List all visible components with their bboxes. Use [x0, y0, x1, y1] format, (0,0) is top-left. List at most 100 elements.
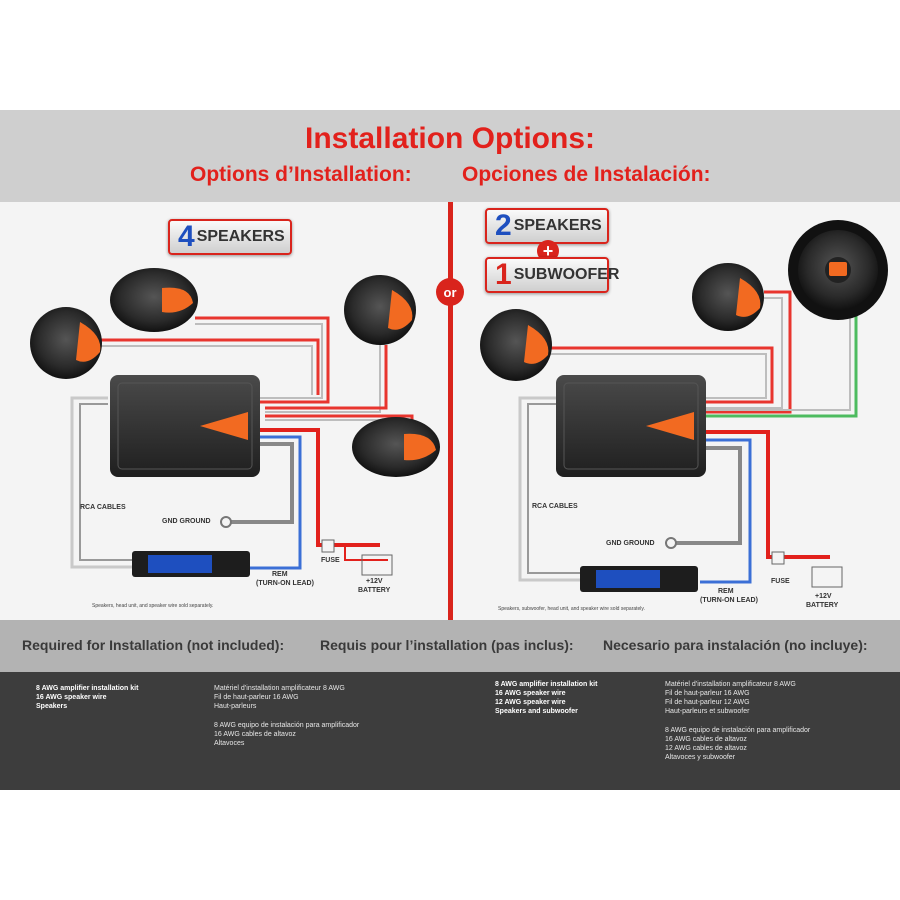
requirements-title-en: Required for Installation (not included)…: [22, 637, 285, 653]
right-rca-1: [518, 396, 580, 582]
right-battery-sub: BATTERY: [806, 602, 839, 609]
list-item: Haut-parleurs et subwoofer: [665, 708, 750, 715]
left-speaker-left: [30, 307, 102, 379]
badge-word: SPEAKERS: [513, 217, 602, 234]
requirements-title-fr: Requis pour l’installation (pas inclus):: [320, 637, 574, 653]
badge-4-speakers: 4 SPEAKERS: [168, 219, 292, 255]
left-remote-wire: [250, 435, 302, 570]
right-ground-wire: [675, 446, 742, 545]
left-speaker-bottom: [352, 417, 440, 477]
left-power-wire: [258, 428, 380, 547]
center-divider: [448, 202, 453, 790]
left-wire-top-speaker: [195, 316, 330, 404]
right-ground-label: GND GROUND: [606, 540, 655, 547]
requirements-title-es: Necesario para instalación (no incluye):: [603, 637, 868, 653]
left-requirements-en: 8 AWG amplifier installation kit 16 AWG …: [36, 684, 138, 711]
list-item: Speakers: [36, 703, 68, 710]
list-item: Altavoces: [214, 740, 245, 747]
right-rca-2: [527, 403, 580, 574]
list-item: 8 AWG amplifier installation kit: [495, 681, 598, 688]
right-battery: [811, 566, 843, 588]
left-fuse-label: FUSE: [321, 557, 340, 564]
left-wire-right-speaker: [265, 345, 381, 413]
list-item: 8 AWG equipo de instalación para amplifi…: [214, 722, 360, 729]
requirements-panel: [0, 672, 900, 790]
right-fuse-label: FUSE: [771, 578, 790, 585]
badge-word: SPEAKERS: [196, 228, 285, 245]
left-ground-wire: [230, 442, 294, 524]
left-battery-label: +12V: [366, 578, 383, 585]
right-speaker-left: [480, 309, 552, 381]
list-item: 16 AWG speaker wire: [36, 694, 107, 701]
badge-word: SUBWOOFER: [513, 266, 620, 283]
left-ground-label: GND GROUND: [162, 518, 211, 525]
list-item: 16 AWG speaker wire: [495, 690, 566, 697]
badge-number: 2: [495, 209, 512, 242]
right-requirements-en: 8 AWG amplifier installation kit 16 AWG …: [495, 680, 597, 716]
list-item: 12 AWG cables de altavoz: [665, 745, 747, 752]
left-remote-sub: (TURN-ON LEAD): [256, 580, 314, 587]
right-note: Speakers, subwoofer, head unit, and spea…: [498, 606, 645, 612]
right-wire-subwoofer-2: [706, 310, 851, 411]
list-item: 16 AWG cables de altavoz: [665, 736, 747, 743]
list-item: Altavoces y subwoofer: [665, 754, 736, 761]
left-speaker-right: [344, 275, 416, 345]
left-remote-label: REM: [272, 571, 288, 578]
left-battery-sub: BATTERY: [358, 587, 391, 594]
left-rca-1: [70, 396, 132, 569]
badge-number: 4: [178, 220, 195, 253]
list-item: Fil de haut-parleur 16 AWG: [665, 690, 750, 697]
right-wiring: [518, 290, 858, 584]
right-amplifier: [556, 375, 706, 477]
left-rca-2: [79, 403, 132, 561]
list-item: Haut-parleurs: [214, 703, 257, 710]
list-item: 12 AWG speaker wire: [495, 699, 566, 706]
right-subwoofer: [788, 220, 888, 320]
left-head-unit: [132, 551, 250, 577]
left-battery: [361, 554, 393, 576]
right-wire-speaker-2: [706, 297, 783, 409]
or-badge: or: [436, 278, 464, 306]
right-power-wire: [706, 430, 830, 559]
right-speaker-top: [692, 263, 764, 331]
badge-2-speakers: 2 SPEAKERS: [485, 208, 609, 244]
right-requirements-fr-es: Matériel d’installation amplificateur 8 …: [665, 680, 810, 762]
right-remote-label: REM: [718, 588, 734, 595]
left-ground-symbol: [220, 516, 232, 528]
requirements-bar: [0, 620, 900, 672]
header-band: [0, 110, 900, 202]
left-amplifier: [110, 375, 260, 477]
list-item: 16 AWG cables de altavoz: [214, 731, 296, 738]
right-wire-speaker-1: [546, 346, 774, 404]
subtitle-spanish: Opciones de Instalación:: [462, 163, 711, 186]
right-wire-subwoofer-1: [706, 310, 858, 418]
page-title: Installation Options:: [305, 122, 595, 155]
right-ground-symbol: [665, 537, 677, 549]
right-fuse: [771, 551, 785, 565]
list-item: Fil de haut-parleur 12 AWG: [665, 699, 750, 706]
left-rca-label: RCA CABLES: [80, 504, 126, 511]
plus-icon: +: [537, 240, 559, 262]
list-item: Matériel d’installation amplificateur 8 …: [665, 681, 796, 688]
left-speaker-top: [110, 268, 198, 332]
list-item: Matériel d’installation amplificateur 8 …: [214, 685, 345, 692]
list-item: Fil de haut-parleur 16 AWG: [214, 694, 299, 701]
right-battery-label: +12V: [815, 593, 832, 600]
left-fuse: [321, 539, 335, 553]
right-rca-label: RCA CABLES: [532, 503, 578, 510]
right-head-unit: [580, 566, 698, 592]
subtitle-french: Options d’Installation:: [190, 163, 412, 186]
badge-1-subwoofer: 1 SUBWOOFER: [485, 257, 619, 293]
right-remote-sub: (TURN-ON LEAD): [700, 597, 758, 604]
left-battery-wire: [344, 545, 388, 561]
left-wire-left-speaker: [100, 338, 320, 395]
left-requirements-fr-es: Matériel d’installation amplificateur 8 …: [214, 684, 359, 748]
list-item: 8 AWG equipo de instalación para amplifi…: [665, 727, 811, 734]
list-item: Speakers and subwoofer: [495, 708, 578, 715]
left-wiring: [70, 316, 414, 570]
left-note: Speakers, head unit, and speaker wire so…: [92, 603, 214, 609]
list-item: 8 AWG amplifier installation kit: [36, 685, 139, 692]
right-remote-wire: [700, 438, 752, 584]
badge-number: 1: [495, 258, 512, 291]
